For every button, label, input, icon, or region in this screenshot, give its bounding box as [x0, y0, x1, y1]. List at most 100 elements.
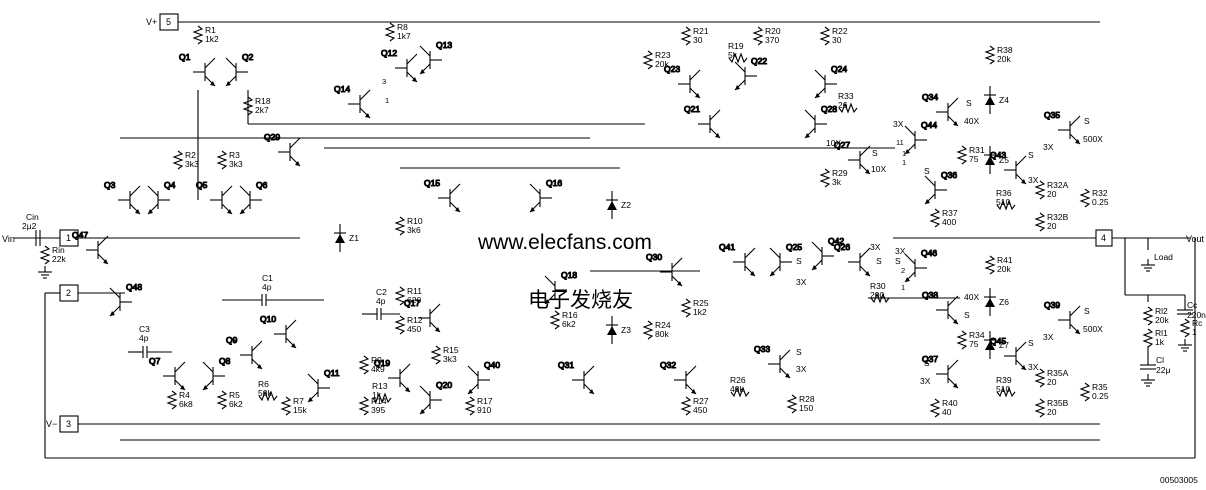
q45-s: S	[1028, 338, 1034, 348]
q12-emitter-pin: 3	[382, 77, 386, 86]
transistor-label-q48: Q48	[126, 282, 142, 292]
q33-s: S	[796, 347, 802, 357]
resistor-value-r32: 0.25	[1092, 197, 1109, 207]
resistor-name-r27: R27	[693, 396, 709, 406]
resistor-value-r19: 5k	[728, 50, 738, 60]
resistor-name-r13: R13	[372, 381, 388, 391]
q39-s: S	[1084, 306, 1090, 316]
transistor-label-q8: Q8	[219, 356, 231, 366]
vout-pin	[1095, 229, 1113, 247]
resistor-name-r15: R15	[443, 345, 459, 355]
q35-ratio: 500X	[1083, 134, 1103, 144]
resistor-value-r33: 26	[838, 100, 848, 110]
vout-label: Vout	[1186, 234, 1205, 244]
resistor-name-r16: R16	[562, 310, 578, 320]
transistor-q22: Q22	[734, 55, 768, 91]
transistor-annotations: 3 1 3X S 3X S 10X S 10X 3X S 40X S 500X …	[382, 77, 1103, 386]
transistor-q45: Q45	[989, 335, 1027, 371]
transistor-q28: Q28	[804, 103, 838, 139]
grounds	[38, 259, 1192, 387]
resistor-value-r27: 450	[693, 405, 707, 415]
resistor-value-r15: 3k3	[443, 354, 457, 364]
q44-pin1: 1	[902, 149, 906, 158]
transistor-q10: Q10	[259, 313, 297, 349]
q25-ratio: 3X	[796, 277, 807, 287]
resistor-value-r35b: 20	[1047, 407, 1057, 417]
resistor-value-r30: 200	[870, 290, 884, 300]
q46-pin1: 1	[901, 283, 905, 292]
resistor-value-rl2: 20k	[1155, 315, 1169, 325]
transistor-label-q31: Q31	[558, 360, 574, 370]
transistor-q2: Q2	[225, 51, 254, 87]
transistor-label-q33: Q33	[754, 344, 770, 354]
transistor-label-q35: Q35	[1044, 110, 1060, 120]
q46-pin2: 2	[901, 266, 905, 275]
load-network	[1124, 238, 1186, 365]
transistor-q23: Q23	[663, 63, 701, 99]
vminus-label: V−	[46, 419, 57, 429]
q35-s: S	[1084, 116, 1090, 126]
resistor-value-r9: 4k9	[371, 364, 385, 374]
transistor-label-q42: Q42	[828, 236, 844, 246]
zener-label-z3: Z3	[621, 325, 631, 335]
resistor-name-r12: R12	[407, 315, 423, 325]
capacitors	[35, 230, 1193, 370]
q27-ratio: 10X	[871, 164, 886, 174]
resistor-name-r3: R3	[229, 150, 240, 160]
resistor-value-r32a: 20	[1047, 189, 1057, 199]
capacitor-cin	[35, 230, 41, 246]
pin2-box	[59, 284, 79, 302]
transistor-label-q29: Q29	[264, 132, 280, 142]
transistor-q4: Q4	[147, 179, 176, 215]
q39-ratio: 500X	[1083, 324, 1103, 334]
resistor-name-r25: R25	[693, 298, 709, 308]
transistor-label-q40: Q40	[484, 360, 500, 370]
q39-3x: 3X	[1043, 332, 1054, 342]
resistor-value-r32b: 20	[1047, 221, 1057, 231]
q38-ratio: 40X	[964, 292, 979, 302]
resistor-value-r20: 370	[765, 35, 779, 45]
transistor-label-q2: Q2	[242, 52, 254, 62]
resistor-name-r33: R33	[838, 91, 854, 101]
transistor-label-q46: Q46	[921, 248, 937, 258]
transistor-q25: Q25	[769, 241, 803, 277]
cin-name: Cin	[26, 212, 39, 222]
transistor-q32: Q32	[659, 359, 697, 395]
transistor-q24: Q24	[814, 63, 848, 99]
transistor-q8: Q8	[202, 355, 231, 391]
transistor-q19: Q19	[373, 357, 411, 393]
figure-id: 00503005	[1160, 475, 1198, 485]
transistor-q3: Q3	[103, 179, 141, 215]
transistor-label-q18: Q18	[561, 270, 577, 280]
transistor-label-q25: Q25	[786, 242, 802, 252]
resistor-value-r23: 20k	[655, 59, 669, 69]
resistor-value-r38: 20k	[997, 54, 1011, 64]
resistor-value-r31: 75	[969, 154, 979, 164]
q25-s: S	[796, 256, 802, 266]
transistor-label-q9: Q9	[226, 335, 238, 345]
resistor-name-r32a: R32A	[1047, 180, 1069, 190]
resistor-name-r35: R35	[1092, 382, 1108, 392]
resistor-name-r23: R23	[655, 50, 671, 60]
transistor-label-q34: Q34	[922, 92, 938, 102]
